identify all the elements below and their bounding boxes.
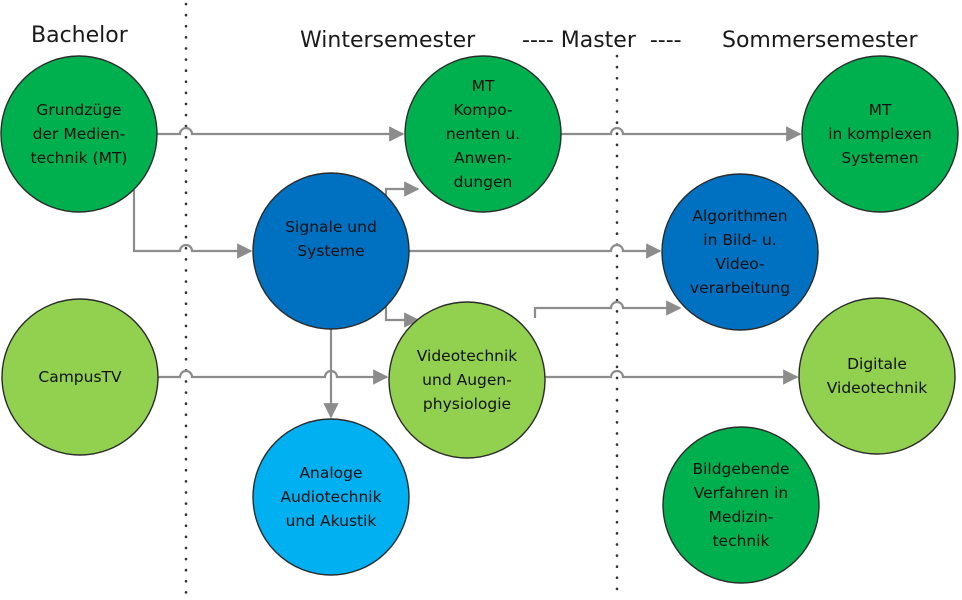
- node-circle: [388, 301, 546, 459]
- connector-videotechnik-augen-to-digitale-video: [545, 369, 799, 385]
- node-label-line: Audiotechnik: [280, 488, 381, 506]
- connector-videotechnik-augen-to-algorithmen: [533, 300, 682, 318]
- node-circle: [798, 297, 956, 455]
- node-circle: [404, 55, 562, 213]
- node-label-line: verarbeitung: [690, 279, 790, 297]
- connector-signale-systeme-to-videotechnik-augen: [384, 306, 420, 328]
- course-node-algorithmen: Algorithmen in Bild- u. Video-verarbeitung: [661, 173, 819, 331]
- node-label-line: Analoge: [299, 464, 362, 482]
- course-node-videotechnik-augen: Videotechnik und Augen-physiologie: [388, 301, 546, 459]
- node-label-line: technik: [712, 532, 769, 550]
- course-node-grundzuege: Grundzüge der Medien-technik (MT): [0, 55, 158, 213]
- course-node-campustv: CampusTV: [1, 298, 159, 456]
- node-circle: [662, 426, 820, 584]
- node-circle: [1, 298, 159, 456]
- heading-master: ---- Master ----: [522, 28, 682, 53]
- node-label-line: Kompo-: [453, 101, 512, 119]
- connector-grundzuege-to-signale-systeme: [132, 190, 253, 259]
- node-group: Grundzüge der Medien-technik (MT) CampusTV…: [0, 55, 959, 584]
- connector-signale-systeme-to-mt-komponenten: [384, 181, 420, 197]
- node-label-line: MT: [869, 101, 892, 119]
- node-label-line: Bildgebende: [692, 460, 789, 478]
- node-label-line: Systeme: [297, 242, 364, 260]
- node-circle: [252, 418, 410, 576]
- heading-wintersemester: Wintersemester: [300, 28, 476, 53]
- heading-bachelor: Bachelor: [31, 23, 129, 48]
- node-label-line: in komplexen: [828, 125, 932, 143]
- connector-signale-systeme-to-algorithmen: [409, 243, 662, 259]
- node-circle: [0, 55, 158, 213]
- node-label-line: Anwen-: [454, 149, 512, 167]
- node-label-line: technik (MT): [31, 149, 128, 167]
- heading-sommersemester: Sommersemester: [722, 28, 918, 53]
- node-label-line: nenten u.: [446, 125, 520, 143]
- connector-grundzuege-to-mt-komponenten: [157, 126, 405, 142]
- node-label-line: der Medien-: [33, 125, 126, 143]
- node-label-line: Digitale: [847, 355, 907, 373]
- node-label-line: und Akustik: [286, 512, 377, 530]
- course-node-mt-komponenten: MT Kompo-nenten u. Anwen-dungen: [404, 55, 562, 213]
- connector-mt-komponenten-to-mt-komplex: [561, 126, 802, 142]
- node-label-line: Grundzüge: [36, 101, 121, 119]
- connector-campustv-to-videotechnik-augen: [158, 369, 389, 385]
- node-label-line: Video-: [715, 255, 764, 273]
- node-label-line: Algorithmen: [692, 207, 787, 225]
- node-label-line: dungen: [454, 173, 513, 191]
- node-label-line: physiologie: [423, 395, 511, 413]
- node-label-line: Videotechnik: [827, 379, 928, 397]
- node-circle: [801, 55, 959, 213]
- node-circle: [252, 172, 410, 330]
- node-label-line: und Augen-: [422, 371, 512, 389]
- node-label-line: Signale und: [285, 218, 377, 236]
- node-label-line: in Bild- u.: [703, 231, 776, 249]
- node-circle: [661, 173, 819, 331]
- node-label-line: Medizin-: [709, 508, 774, 526]
- node-label-line: Verfahren in: [694, 484, 789, 502]
- node-label-line: MT: [472, 77, 495, 95]
- connector-group: [132, 126, 802, 419]
- node-label-line: Videotechnik: [417, 347, 518, 365]
- node-label-line: Systemen: [841, 149, 918, 167]
- node-label-line: CampusTV: [38, 368, 122, 386]
